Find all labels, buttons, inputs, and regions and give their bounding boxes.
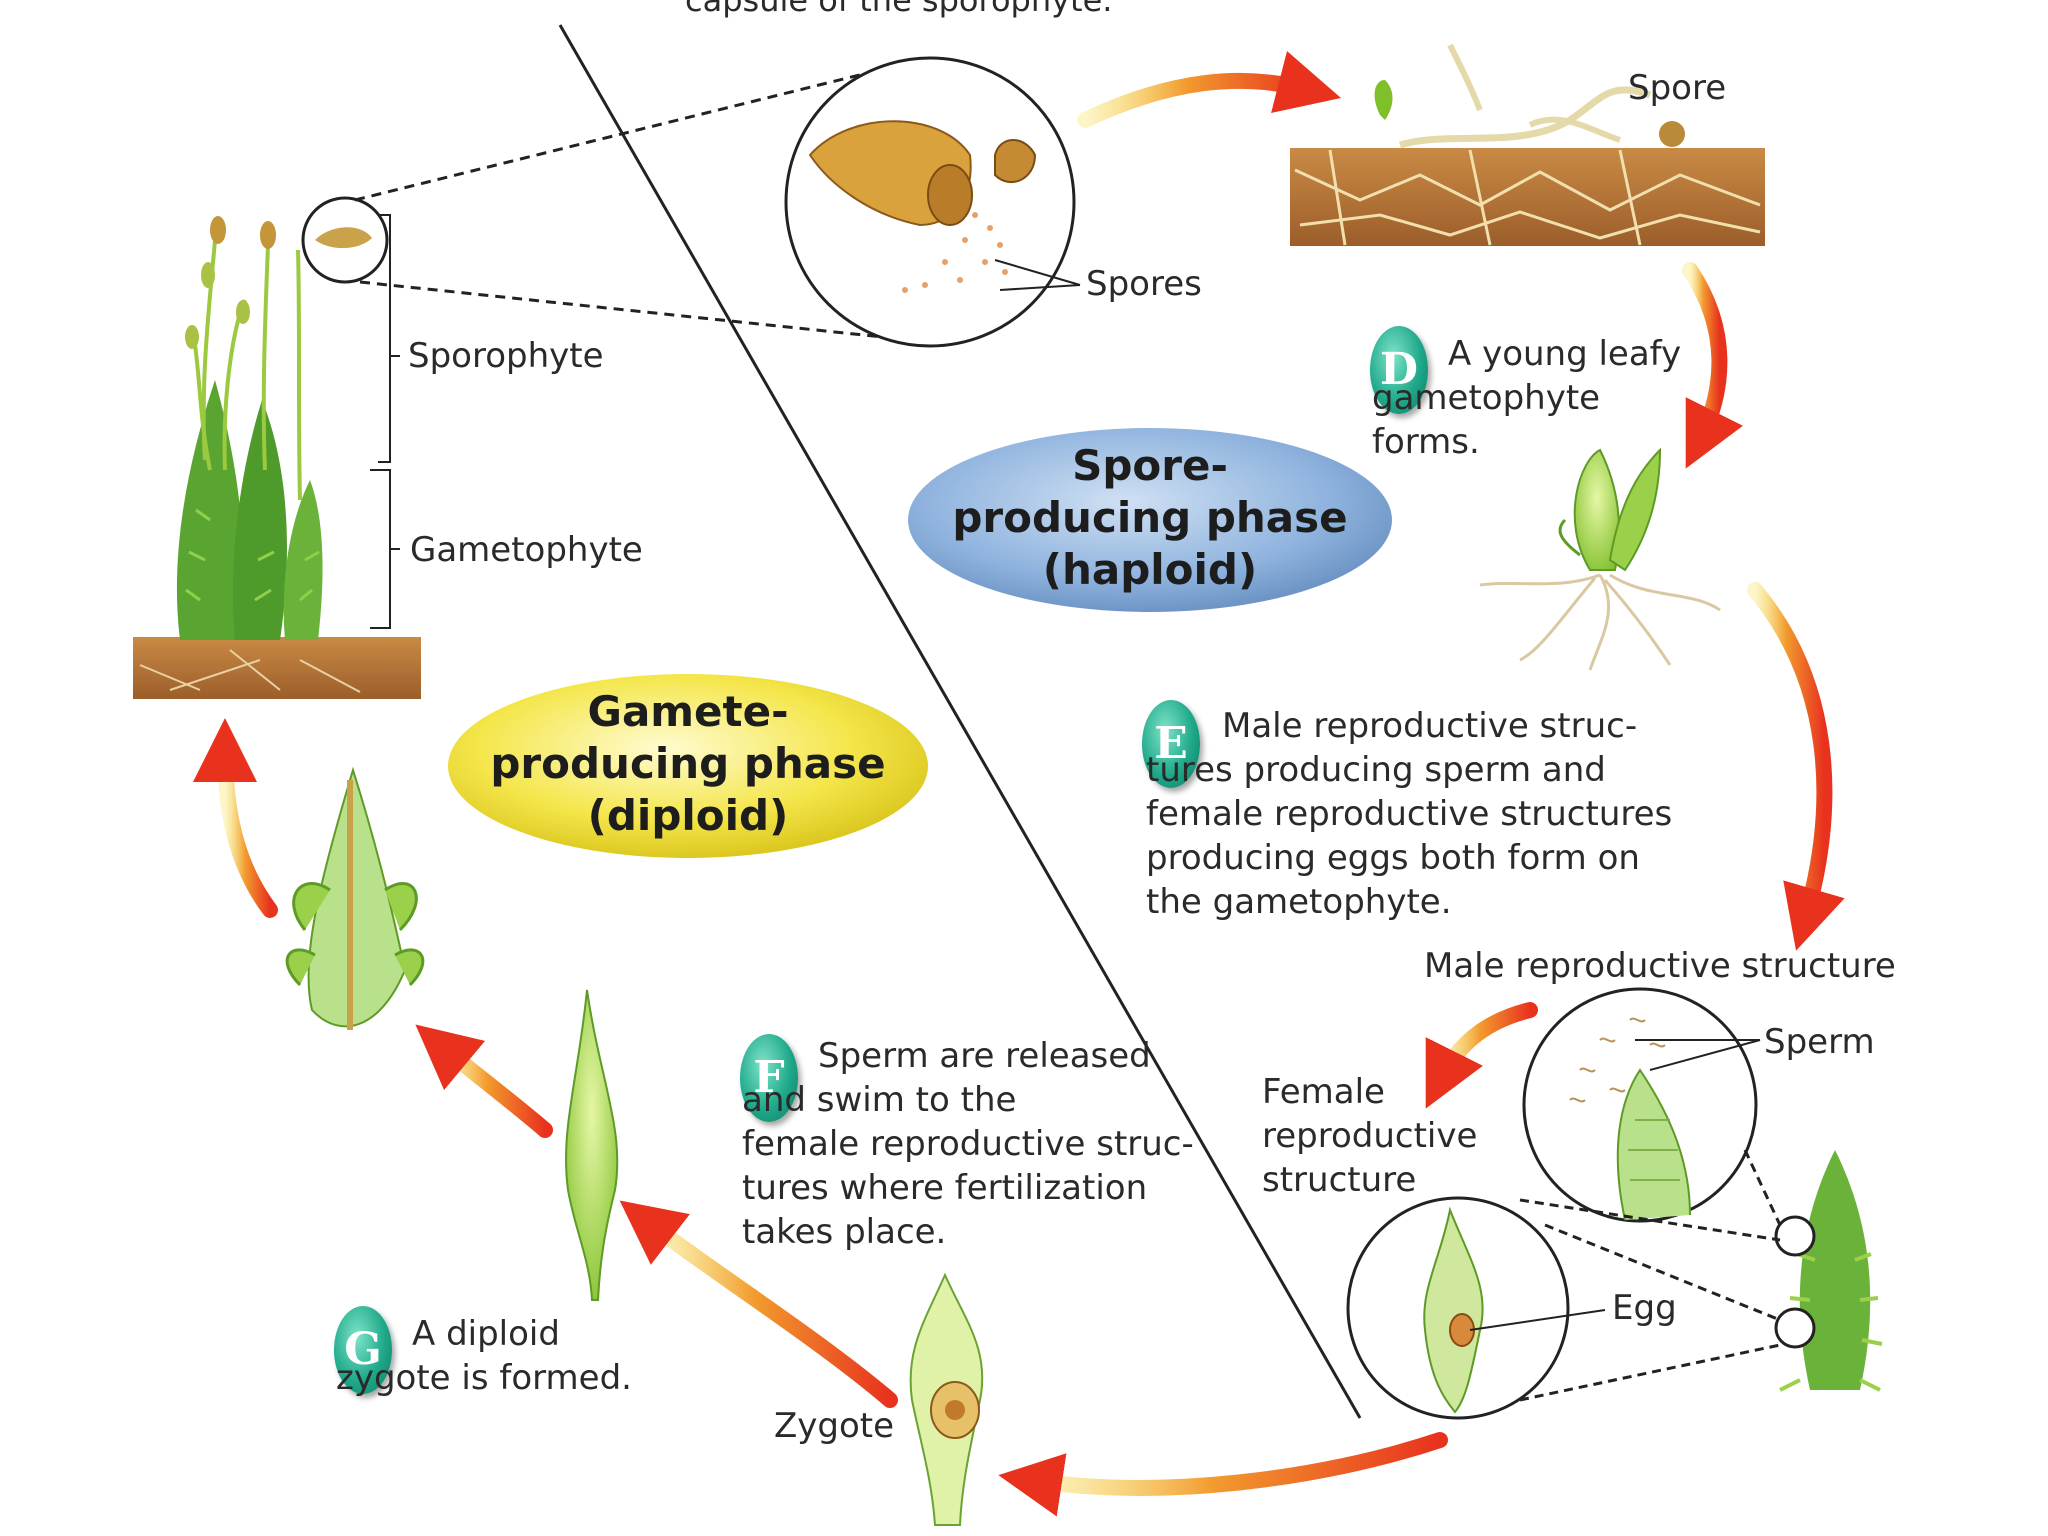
label-spores: Spores: [1086, 264, 1202, 304]
step-badge-d: D: [1370, 326, 1428, 414]
cycle-arrows: [193, 51, 1845, 1517]
mature-moss-plant: [133, 216, 421, 699]
male-structure-detail: [1522, 987, 1761, 1223]
phase-divider-line: [558, 24, 1362, 1419]
spore-capsule-detail: [784, 56, 1081, 348]
spore-phase-ellipse: [908, 428, 1392, 612]
label-gametophyte: Gametophyte: [410, 530, 643, 570]
label-zygote: Zygote: [774, 1406, 895, 1446]
step-badge-e: E: [1142, 700, 1200, 788]
gamete-phase-label: Gamete- producing phase (diploid): [490, 687, 886, 840]
label-sperm: Sperm: [1764, 1022, 1875, 1062]
label-sporophyte: Sporophyte: [408, 336, 604, 376]
step-text-e: Male reproductive struc- tures producing…: [1146, 706, 1673, 922]
label-egg: Egg: [1612, 1288, 1677, 1328]
growing-sporophyte: [565, 989, 619, 1301]
gamete-phase-ellipse: [448, 674, 928, 858]
top-caption: capsule of the sporophyte.: [685, 0, 1113, 19]
germinating-spore: [1290, 43, 1765, 246]
step-text-f: Sperm are released and swim to the femal…: [742, 1036, 1194, 1252]
step-badge-g: G: [334, 1306, 392, 1394]
young-gametophyte: [1479, 447, 1721, 671]
spore-phase-label: Spore- producing phase (haploid): [952, 441, 1348, 594]
label-male-reproductive-structure: Male reproductive structure: [1424, 946, 1896, 986]
label-female-reproductive-structure: Female reproductive structure: [1262, 1072, 1478, 1200]
label-spore: Spore: [1628, 68, 1727, 108]
capsule-magnifier-ring: [301, 196, 389, 284]
young-sporophyte-on-gametophyte: [285, 766, 425, 1030]
step-text-d: A young leafy gametophyte forms.: [1372, 334, 1682, 462]
step-badge-f: F: [740, 1034, 798, 1122]
step-text-g: A diploid zygote is formed.: [336, 1314, 632, 1398]
zygote-structure: [909, 1272, 984, 1526]
mature-gametophyte-right: [1519, 1149, 1883, 1402]
female-structure-detail: [1346, 1196, 1606, 1420]
